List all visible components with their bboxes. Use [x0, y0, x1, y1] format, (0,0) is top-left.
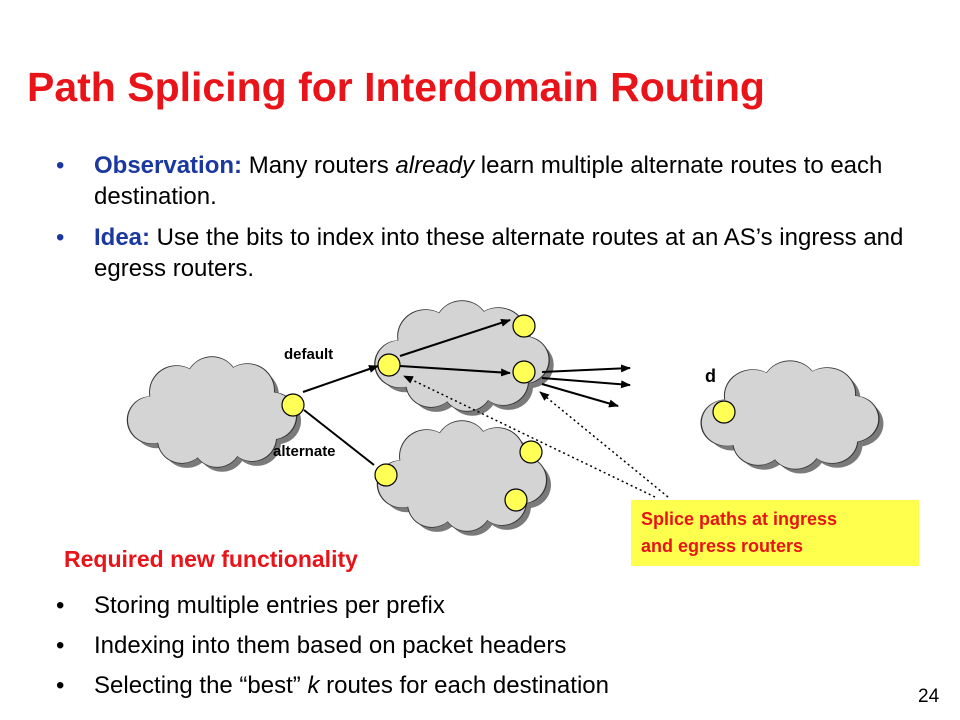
bullet-idea: • Idea: Use the bits to index into these…: [56, 222, 906, 284]
router-alternate-egress: [504, 488, 528, 512]
bullet-dot: •: [56, 152, 65, 179]
callout-line-1: Splice paths at ingress: [641, 509, 838, 529]
router-default-egress-top: [512, 314, 536, 338]
router-default-egress: [512, 360, 536, 384]
internal-link-upper: [399, 318, 511, 357]
page-number: 24: [918, 686, 940, 707]
observation-text-after: learn multiple alternate routes to each …: [94, 152, 883, 210]
bullet-dot: •: [56, 632, 65, 659]
required-item-text: Storing multiple entries per prefix: [94, 592, 445, 619]
label-default: default: [284, 346, 333, 363]
bullet-dot: •: [56, 672, 65, 699]
required-heading: Required new functionality: [64, 546, 358, 572]
bullet-list: • Observation: Many routers already lear…: [56, 150, 906, 294]
observation-text-before: Many routers: [242, 152, 396, 179]
router-alternate-ingress: [374, 463, 398, 487]
required-item-text-before: Selecting the “best”: [94, 672, 308, 699]
slide-title: Path Splicing for Interdomain Routing: [27, 64, 765, 110]
egress-arrow-3: [541, 383, 619, 408]
internal-link-lower: [399, 365, 511, 377]
observation-lead: Observation:: [94, 152, 243, 179]
router-default-ingress: [377, 353, 401, 377]
idea-text: Use the bits to index into these alterna…: [94, 224, 904, 282]
required-item: • Selecting the “best” k routes for each…: [56, 670, 916, 701]
label-alternate: alternate: [273, 443, 336, 460]
required-item-text: Indexing into them based on packet heade…: [94, 632, 567, 659]
callout-line-2: and egress routers: [641, 536, 804, 556]
splice-callout: Splice paths at ingress and egress route…: [631, 500, 919, 566]
required-item-text-after: routes for each destination: [319, 672, 609, 699]
bullet-dot: •: [56, 224, 65, 251]
bullet-observation: • Observation: Many routers already lear…: [56, 150, 906, 212]
required-item: • Indexing into them based on packet hea…: [56, 630, 916, 661]
egress-arrow-1: [541, 364, 631, 373]
observation-italic: already: [395, 152, 475, 179]
callout-pointer-ingress: [403, 375, 656, 498]
egress-arrow-2: [541, 377, 631, 389]
required-item-italic: k: [307, 672, 320, 699]
router-source-egress: [281, 393, 305, 417]
router-destination: [712, 400, 736, 424]
link-default: [302, 365, 379, 393]
router-alternate-egress-top: [519, 440, 543, 464]
required-list: • Storing multiple entries per prefix • …: [56, 590, 916, 710]
label-destination: d: [705, 366, 716, 386]
bullet-dot: •: [56, 592, 65, 619]
callout-pointer-egress: [539, 391, 669, 498]
idea-lead: Idea:: [94, 224, 151, 251]
required-item: • Storing multiple entries per prefix: [56, 590, 916, 621]
link-alternate: [303, 409, 375, 466]
cloud-alternate-as: [376, 420, 551, 536]
